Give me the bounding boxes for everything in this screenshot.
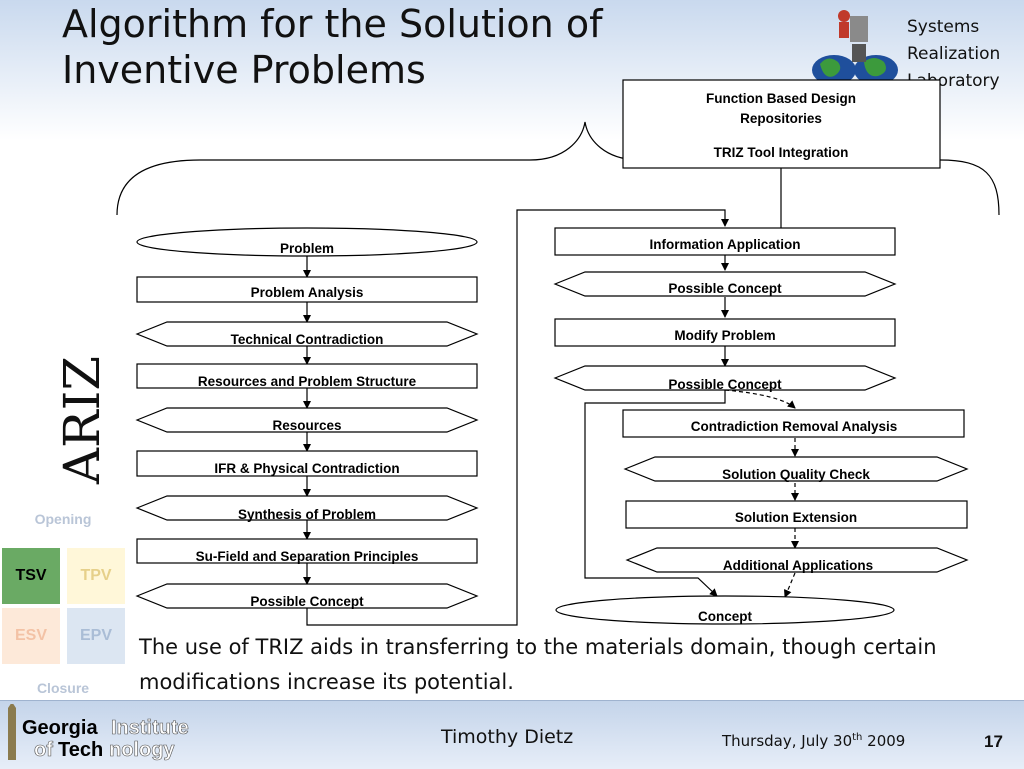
- modify-problem-node: [554, 318, 896, 347]
- node-label: Solution Extension: [735, 510, 857, 525]
- gt-logo-institute: Institute: [111, 717, 189, 739]
- node-label: Possible Concept: [668, 377, 782, 392]
- additional-applications-node: [625, 547, 969, 573]
- nav-closure[interactable]: Closure: [36, 680, 90, 696]
- gt-logo-nology: nology: [109, 739, 175, 761]
- contradiction-removal-node: [622, 409, 965, 438]
- repository-line-3: TRIZ Tool Integration: [714, 145, 849, 160]
- slide-title: Algorithm for the Solution of Inventive …: [62, 2, 603, 92]
- node-label: Problem: [280, 241, 334, 256]
- node-label: Additional Applications: [723, 558, 873, 573]
- solution-extension-node: [625, 500, 968, 529]
- node-label: Contradiction Removal Analysis: [691, 419, 898, 434]
- node-label: Su-Field and Separation Principles: [196, 549, 419, 564]
- footer-author: Timothy Dietz: [441, 726, 574, 748]
- node-label: Concept: [698, 609, 753, 624]
- lab-logo-icon: [812, 10, 898, 85]
- node-label: Solution Quality Check: [722, 467, 870, 482]
- nav-tile-esv[interactable]: ESV: [2, 608, 60, 664]
- resources-node: [135, 407, 479, 433]
- technical-contradiction-node: [135, 321, 479, 347]
- node-label: Resources: [272, 418, 341, 433]
- information-application-node: [554, 227, 896, 256]
- nav-tile-tpv[interactable]: TPV: [67, 548, 125, 604]
- lab-name: Systems Realization Laboratory: [907, 14, 1000, 95]
- synthesis-node: [135, 495, 479, 521]
- node-label: Possible Concept: [250, 594, 364, 609]
- nav-tile-tsv[interactable]: TSV: [2, 548, 60, 604]
- node-label: Resources and Problem Structure: [198, 374, 417, 389]
- problem-node: [136, 227, 478, 257]
- repository-line-2: Repositories: [740, 111, 822, 126]
- node-label: Information Application: [650, 237, 801, 252]
- lab-line: Realization: [907, 44, 1001, 64]
- node-label: Possible Concept: [668, 281, 782, 296]
- curly-brace: [116, 121, 1000, 216]
- possible-concept-right-1-node: [553, 271, 897, 297]
- repository-box: [622, 79, 941, 169]
- ariz-flowchart: Function Based Design Repositories TRIZ …: [116, 79, 1000, 626]
- solution-quality-node: [623, 456, 969, 482]
- node-label: Synthesis of Problem: [238, 507, 376, 522]
- node-label: Technical Contradiction: [231, 332, 384, 347]
- gt-logo-of: of: [34, 739, 53, 761]
- slide-caption: The use of TRIZ aids in transferring to …: [139, 635, 937, 694]
- nav-opening[interactable]: Opening: [34, 511, 92, 527]
- gt-logo-tech: Tech: [58, 739, 103, 761]
- footer-date: Thursday, July 30th 2009: [722, 732, 906, 750]
- page-number: 17: [984, 732, 1003, 751]
- lab-line: Systems: [907, 17, 980, 37]
- gt-logo-georgia: Georgia: [22, 717, 98, 739]
- node-label: Problem Analysis: [251, 285, 364, 300]
- su-field-node: [136, 538, 478, 564]
- node-label: Modify Problem: [674, 328, 775, 343]
- georgia-tech-logo: Georgia Institute of Tech nology: [8, 704, 189, 761]
- problem-analysis-node: [136, 276, 478, 303]
- resources-structure-node: [136, 363, 478, 389]
- ariz-label: ARIZ: [53, 355, 111, 485]
- repository-line-1: Function Based Design: [706, 91, 856, 106]
- footer-bar: [0, 700, 1024, 769]
- concept-node: [555, 595, 895, 625]
- node-label: IFR & Physical Contradiction: [214, 461, 399, 476]
- possible-concept-right-2-node: [553, 365, 897, 391]
- nav-tile-epv[interactable]: EPV: [67, 608, 125, 664]
- possible-concept-left-node: [135, 583, 479, 609]
- ifr-node: [136, 450, 478, 477]
